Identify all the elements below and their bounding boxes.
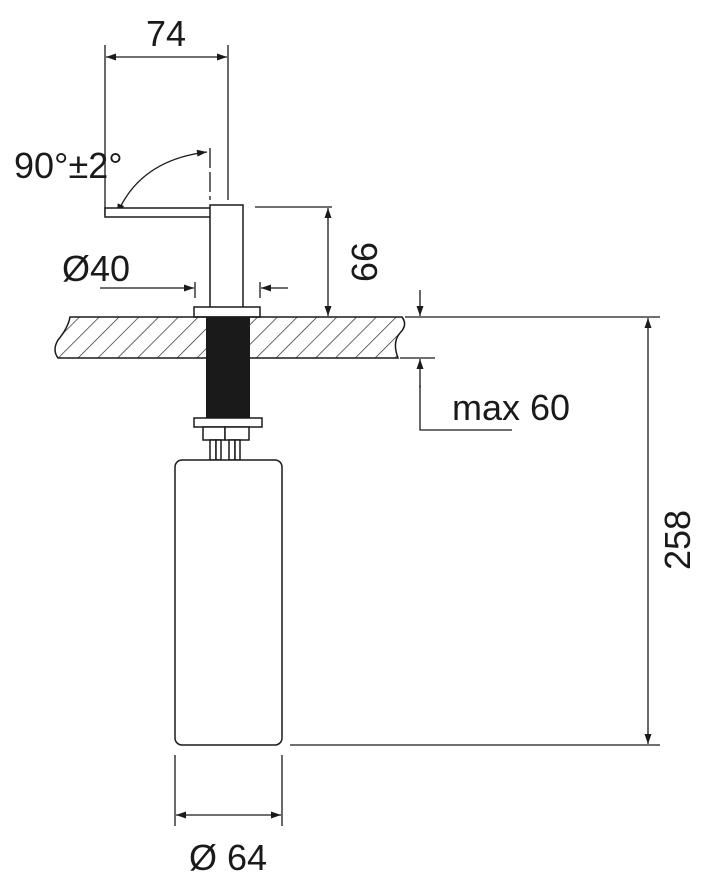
rotation-angle-label: 90°±2° bbox=[14, 145, 123, 186]
total-depth-label: 258 bbox=[657, 510, 698, 570]
soap-bottle bbox=[174, 459, 283, 746]
mounting-nut bbox=[193, 417, 263, 461]
flange-diameter-dimension: Ø40 bbox=[62, 248, 288, 298]
counter-thickness-dimension: max 60 bbox=[400, 290, 660, 431]
bottle-diameter-label: Ø 64 bbox=[189, 837, 267, 878]
total-depth-dimension: 258 bbox=[290, 318, 698, 746]
bottle-diameter-dimension: Ø 64 bbox=[174, 755, 283, 878]
head-height-label: 66 bbox=[344, 242, 385, 282]
spout-length-dimension: 74 bbox=[104, 13, 229, 215]
head-height-dimension: 66 bbox=[255, 206, 385, 316]
threaded-shank bbox=[206, 317, 250, 418]
counter-thickness-label: max 60 bbox=[452, 387, 570, 428]
dispenser-head bbox=[104, 204, 261, 318]
spout-length-label: 74 bbox=[146, 13, 186, 54]
flange-diameter-label: Ø40 bbox=[62, 248, 130, 289]
rotation-angle-dimension: 90°±2° bbox=[14, 145, 211, 215]
